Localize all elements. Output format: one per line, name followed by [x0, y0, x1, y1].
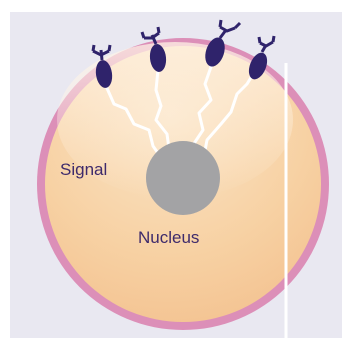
nucleus: [146, 141, 220, 215]
signal-label: Signal: [60, 160, 107, 180]
nucleus-label: Nucleus: [138, 228, 199, 248]
